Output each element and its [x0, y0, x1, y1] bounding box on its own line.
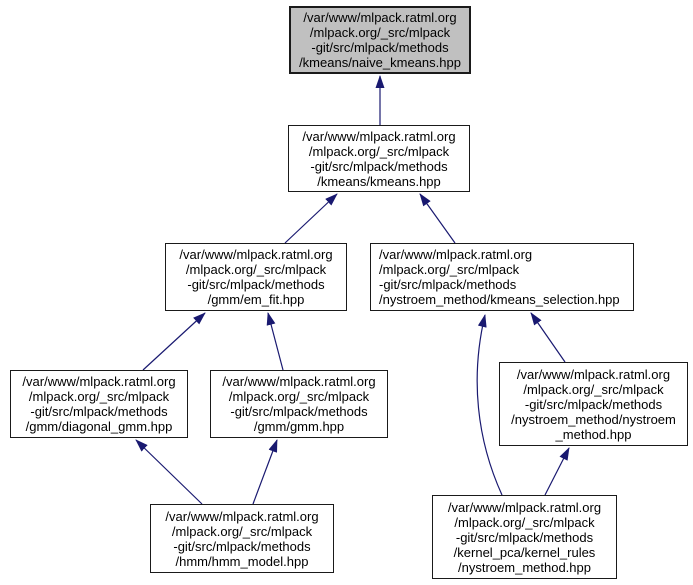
node-label-line: /kmeans/kmeans.hpp — [317, 173, 441, 189]
edge-kmeans-selection-to-kmeans — [419, 193, 456, 244]
node-label-line: /mlpack.org/_src/mlpack — [379, 262, 520, 277]
node-label-line: -git/src/mlpack/methods — [187, 277, 325, 292]
node-label-line: /mlpack.org/_src/mlpack — [308, 143, 450, 159]
node-label-line: -git/src/mlpack/methods — [230, 404, 368, 419]
node-label-line: /var/www/mlpack.ratml.org — [379, 247, 533, 262]
node-label-line: /gmm/diagonal_gmm.hpp — [25, 419, 173, 434]
edge-hmm-model-to-gmm — [252, 439, 278, 505]
node-label-line: /var/www/mlpack.ratml.org — [165, 508, 319, 524]
node-label-line: /mlpack.org/_src/mlpack — [171, 523, 313, 539]
node-label-line: /var/www/mlpack.ratml.org — [179, 247, 333, 262]
node-label-line: /mlpack.org/_src/mlpack — [28, 389, 170, 404]
graph-node-em-fit[interactable]: /var/www/mlpack.ratml.org/mlpack.org/_sr… — [165, 243, 347, 311]
node-label-line: /var/www/mlpack.ratml.org — [303, 10, 457, 25]
node-label-line: /var/www/mlpack.ratml.org — [516, 366, 671, 382]
node-label-line: -git/src/mlpack/methods — [379, 277, 517, 292]
node-label-line: /mlpack.org/_src/mlpack — [228, 389, 370, 404]
node-label-line: /gmm/gmm.hpp — [253, 419, 345, 434]
edge-diagonal-gmm-to-em-fit — [142, 312, 206, 371]
graph-node-hmm-model[interactable]: /var/www/mlpack.ratml.org/mlpack.org/_sr… — [150, 504, 334, 573]
node-label-line: /var/www/mlpack.ratml.org — [302, 128, 456, 144]
edge-kernel-rules-nystroem-to-kmeans-selection — [476, 314, 503, 496]
edge-nystroem-method-to-kmeans-selection — [530, 312, 566, 363]
node-label-line: /nystroem_method/nystroem — [511, 411, 676, 427]
graph-node-gmm[interactable]: /var/www/mlpack.ratml.org/mlpack.org/_sr… — [210, 370, 388, 438]
node-label-line: /kernel_pca/kernel_rules — [453, 544, 596, 560]
node-label-line: /var/www/mlpack.ratml.org — [222, 374, 376, 389]
node-label-line: -git/src/mlpack/methods — [30, 404, 168, 419]
node-label-line: -git/src/mlpack/methods — [173, 538, 311, 554]
node-label-line: /mlpack.org/_src/mlpack — [454, 514, 595, 530]
node-label-line: /mlpack.org/_src/mlpack — [523, 381, 664, 397]
node-label-line: -git/src/mlpack/methods — [311, 40, 449, 55]
node-label-line: /mlpack.org/_src/mlpack — [185, 262, 327, 277]
node-label-line: /mlpack.org/_src/mlpack — [309, 25, 451, 40]
node-label-line: -git/src/mlpack/methods — [524, 396, 663, 412]
node-label-line: -git/src/mlpack/methods — [310, 158, 448, 174]
edge-kernel-rules-nystroem-to-nystroem-method — [544, 447, 570, 496]
node-label-line: /hmm/hmm_model.hpp — [175, 553, 309, 569]
graph-node-nystroem-method[interactable]: /var/www/mlpack.ratml.org/mlpack.org/_sr… — [499, 362, 688, 446]
edge-em-fit-to-kmeans — [284, 193, 338, 244]
node-label-line: /nystroem_method/kmeans_selection.hpp — [379, 292, 620, 307]
node-label-line: -git/src/mlpack/methods — [455, 529, 594, 545]
edge-gmm-to-em-fit — [266, 312, 284, 371]
node-label-line: /nystroem_method.hpp — [458, 559, 591, 575]
graph-node-naive-kmeans[interactable]: /var/www/mlpack.ratml.org/mlpack.org/_sr… — [289, 6, 471, 74]
graph-node-kmeans-selection[interactable]: /var/www/mlpack.ratml.org/mlpack.org/_sr… — [370, 243, 634, 311]
node-label-line: /var/www/mlpack.ratml.org — [447, 499, 602, 515]
node-label-line: /var/www/mlpack.ratml.org — [22, 374, 176, 389]
graph-node-diagonal-gmm[interactable]: /var/www/mlpack.ratml.org/mlpack.org/_sr… — [10, 370, 188, 438]
graph-node-kmeans[interactable]: /var/www/mlpack.ratml.org/mlpack.org/_sr… — [288, 125, 470, 192]
edge-hmm-model-to-diagonal-gmm — [135, 439, 203, 505]
node-label-line: /kmeans/naive_kmeans.hpp — [299, 55, 461, 70]
node-label-line: /gmm/em_fit.hpp — [207, 292, 305, 307]
graph-node-kernel-rules-nystroem[interactable]: /var/www/mlpack.ratml.org/mlpack.org/_sr… — [432, 495, 617, 579]
node-label-line: _method.hpp — [555, 426, 632, 442]
